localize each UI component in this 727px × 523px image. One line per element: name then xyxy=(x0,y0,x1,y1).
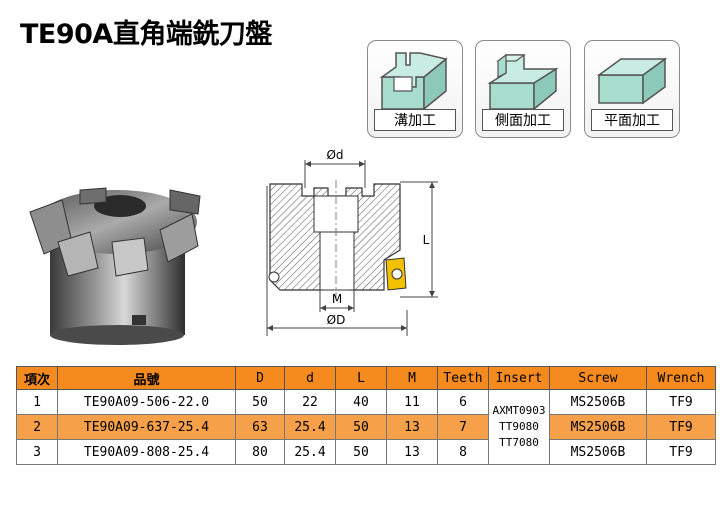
row-d: 22 xyxy=(284,389,336,415)
row-code: TE90A09-808-25.4 xyxy=(57,439,236,465)
row-teeth: 6 xyxy=(437,389,489,415)
row-no: 3 xyxy=(16,439,58,465)
dim-d-label: Ød xyxy=(326,148,343,162)
col-header-screw: Screw xyxy=(549,366,647,390)
col-header-d: d xyxy=(284,366,336,390)
row-screw: MS2506B xyxy=(549,439,647,465)
spec-table: 項次 品號 D d L M Teeth Insert Screw Wrench … xyxy=(16,366,716,465)
row-D: 80 xyxy=(235,439,285,465)
op-label-face: 平面加工 xyxy=(591,109,673,131)
row-teeth: 8 xyxy=(437,439,489,465)
face-milling-icon xyxy=(596,57,668,105)
row-wrench: TF9 xyxy=(646,439,716,465)
col-header-no: 項次 xyxy=(16,366,58,390)
page-title: TE90A直角端銑刀盤 xyxy=(20,19,272,50)
row-no: 2 xyxy=(16,414,58,440)
insert-line: AXMT0903 xyxy=(492,404,546,417)
row-M: 13 xyxy=(386,414,438,440)
dim-D-label: ØD xyxy=(327,313,346,327)
col-header-teeth: Teeth xyxy=(437,366,489,390)
side-milling-card: 側面加工 xyxy=(475,40,571,138)
row-code: TE90A09-637-25.4 xyxy=(57,414,236,440)
cutter-photo xyxy=(29,187,201,345)
insert-line: TT9080 xyxy=(499,420,539,433)
row-D: 63 xyxy=(235,414,285,440)
col-header-code: 品號 xyxy=(57,366,236,390)
op-label-side: 側面加工 xyxy=(482,109,564,131)
row-L: 50 xyxy=(335,439,387,465)
op-label-slot: 溝加工 xyxy=(374,109,456,131)
row-screw: MS2506B xyxy=(549,389,647,415)
col-header-L: L xyxy=(335,366,387,390)
row-D: 50 xyxy=(235,389,285,415)
insert-cell: AXMT0903 TT9080 TT7080 xyxy=(488,389,550,465)
table-row: 3 TE90A09-808-25.4 80 25.4 50 13 8 MS250… xyxy=(16,439,716,465)
row-L: 40 xyxy=(335,389,387,415)
dim-L-label: L xyxy=(423,233,430,247)
slot-milling-card: 溝加工 xyxy=(367,40,463,138)
slot-milling-icon xyxy=(379,52,448,111)
row-wrench: TF9 xyxy=(646,389,716,415)
insert-line: TT7080 xyxy=(499,436,539,449)
col-header-M: M xyxy=(386,366,438,390)
row-code: TE90A09-506-22.0 xyxy=(57,389,236,415)
row-M: 11 xyxy=(386,389,438,415)
face-milling-card: 平面加工 xyxy=(584,40,680,138)
table-row: 1 TE90A09-506-22.0 50 22 40 11 6 AXMT090… xyxy=(16,389,716,465)
row-d: 25.4 xyxy=(284,439,336,465)
row-d: 25.4 xyxy=(284,414,336,440)
row-no: 1 xyxy=(16,389,58,415)
row-L: 50 xyxy=(335,414,387,440)
dim-M-label: M xyxy=(332,292,342,306)
col-header-wrench: Wrench xyxy=(646,366,716,390)
col-header-D: D xyxy=(235,366,285,390)
cutter-diagram: ØD Ød L M xyxy=(266,148,438,336)
table-header-row: 項次 品號 D d L M Teeth Insert Screw Wrench xyxy=(16,366,716,390)
table-row: 2 TE90A09-637-25.4 63 25.4 50 13 7 MS250… xyxy=(16,414,716,440)
side-milling-icon xyxy=(487,53,559,111)
row-M: 13 xyxy=(386,439,438,465)
row-screw: MS2506B xyxy=(549,414,647,440)
col-header-insert: Insert xyxy=(488,366,550,390)
row-teeth: 7 xyxy=(437,414,489,440)
row-wrench: TF9 xyxy=(646,414,716,440)
